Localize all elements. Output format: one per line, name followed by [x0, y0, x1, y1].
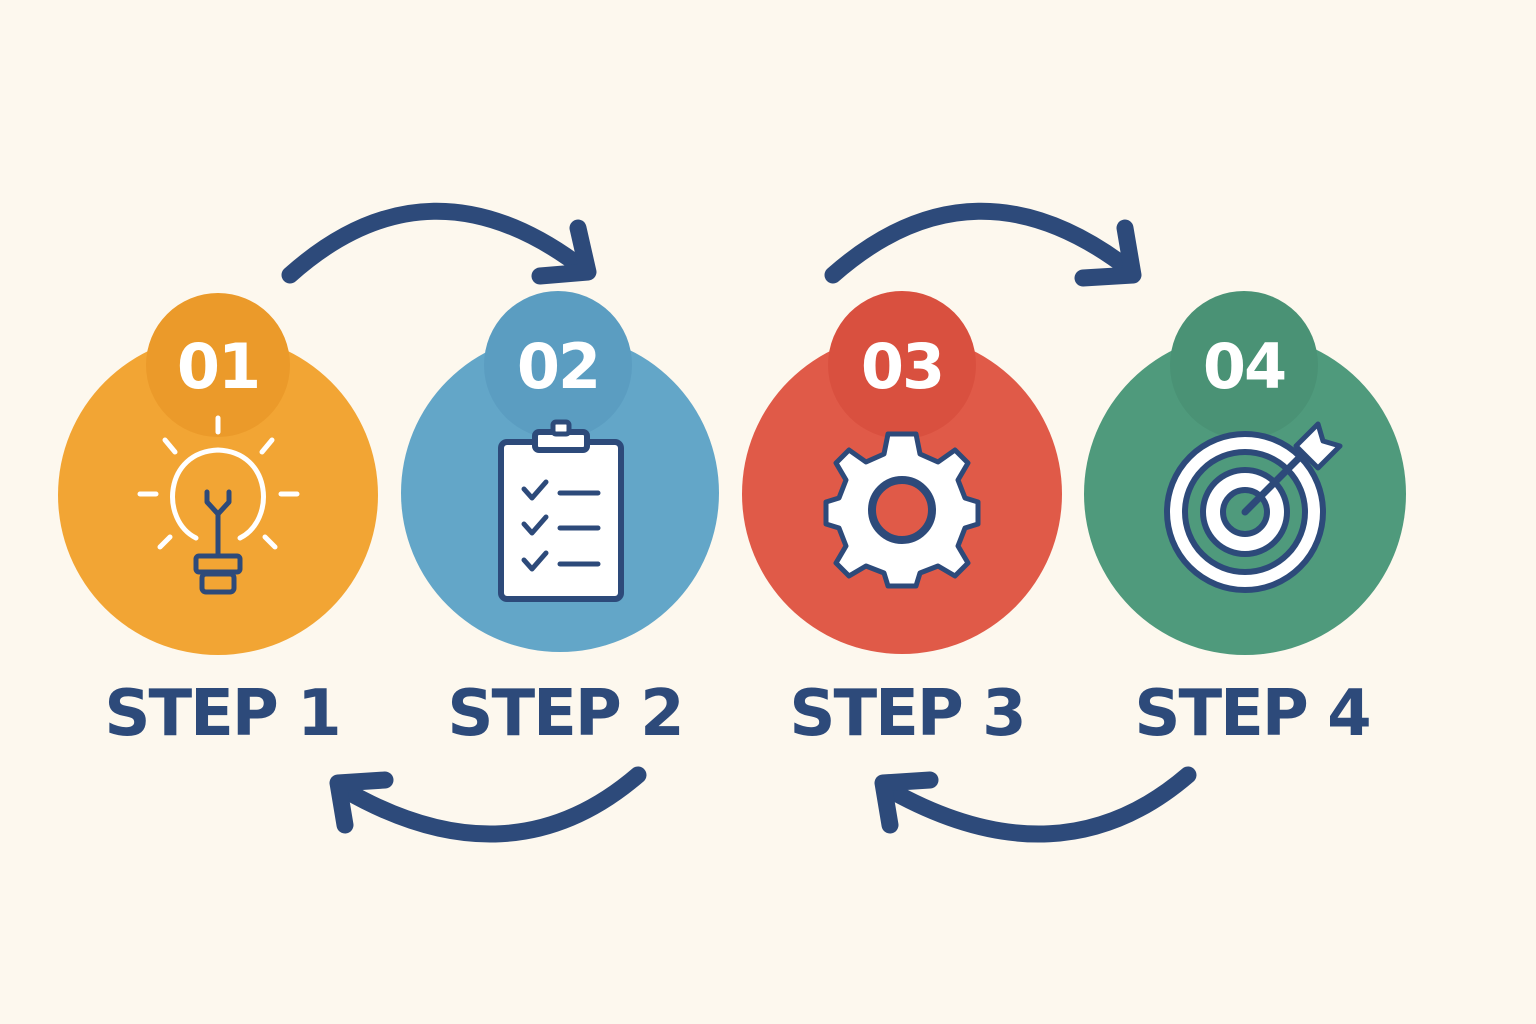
- target-icon: [1164, 421, 1343, 593]
- arrow-step1-to-step2: [281, 202, 597, 285]
- lightbulb-icon: [137, 415, 300, 595]
- step-4: 04 STEP 4: [1084, 291, 1406, 751]
- step-3-badge: [828, 291, 976, 439]
- step-1-number: 01: [177, 330, 259, 403]
- step-3: 03 STEP 3: [742, 291, 1062, 751]
- step-3-label: STEP 3: [789, 677, 1024, 751]
- step-1-label: STEP 1: [104, 677, 339, 751]
- clipboard-checklist-icon: [498, 419, 624, 602]
- gear-icon: [823, 431, 981, 589]
- arrow-step3-to-step4: [824, 202, 1142, 287]
- step-2: 02 STEP 2: [401, 291, 719, 751]
- step-2-label: STEP 2: [447, 677, 682, 751]
- step-3-number: 03: [861, 330, 943, 403]
- step-2-badge: [484, 291, 632, 439]
- arrow-step4-to-step3: [874, 766, 1197, 843]
- step-4-number: 04: [1203, 330, 1285, 403]
- step-2-number: 02: [517, 330, 599, 403]
- step-4-label: STEP 4: [1134, 677, 1369, 751]
- step-4-badge: [1170, 291, 1318, 439]
- arrow-step2-to-step1: [329, 766, 647, 843]
- step-1-badge: [146, 293, 290, 437]
- step-1-circle: [58, 335, 378, 655]
- step-1: 01 STEP 1: [58, 293, 378, 751]
